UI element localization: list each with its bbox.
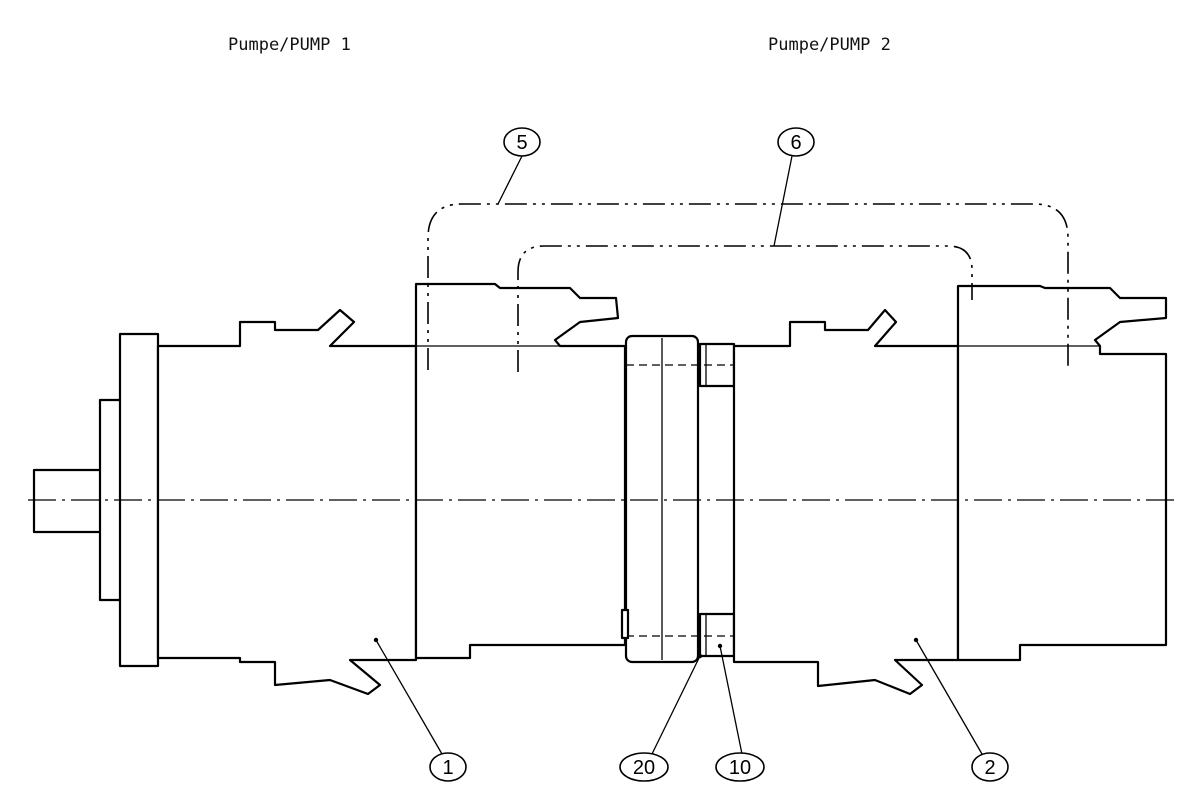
callout-2-label: 2 (984, 757, 995, 779)
pump1-housing (156, 308, 418, 696)
callout-10: 10 (715, 752, 765, 782)
callout-5-label: 5 (516, 132, 527, 154)
pump1-rear-housing (414, 282, 627, 660)
line-5-connection (427, 203, 1069, 370)
pump2-heading: Pumpe/PUMP 2 (768, 35, 891, 55)
line-6-connection (517, 245, 973, 372)
through-drive-adapter (620, 334, 736, 664)
callout-5: 5 (503, 127, 541, 157)
pump2-rear-housing (956, 284, 1168, 662)
callout-1-label: 1 (442, 757, 453, 779)
pump1-heading: Pumpe/PUMP 1 (228, 35, 351, 55)
callout-6-label: 6 (790, 132, 801, 154)
callout-20-label: 20 (633, 757, 655, 779)
callout-6: 6 (777, 127, 815, 157)
pump2-body (732, 284, 1168, 696)
seal-ring (620, 608, 630, 640)
bolt-bottom (698, 612, 736, 658)
drive-shaft (32, 468, 104, 534)
callout-1: 1 (429, 752, 467, 782)
pump2-housing (732, 308, 960, 696)
pump1-body (32, 282, 627, 696)
callout-20: 20 (619, 752, 669, 782)
callout-10-label: 10 (729, 757, 751, 779)
callout-2: 2 (971, 752, 1009, 782)
